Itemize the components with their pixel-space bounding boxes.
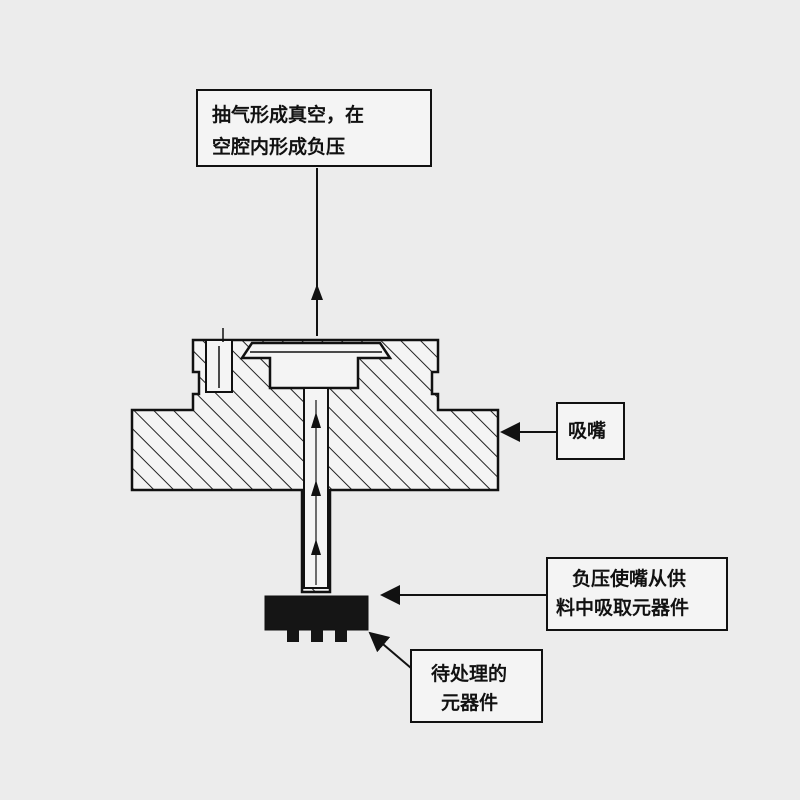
component-pin-3: [335, 628, 347, 642]
vacuum-label-line2: 空腔内形成负压: [212, 135, 345, 158]
vacuum-arrow-head: [311, 284, 323, 300]
component-label-line1: 待处理的: [431, 662, 507, 685]
pickup-label-line1: 负压使嘴从供: [572, 567, 686, 590]
nozzle-label: 吸嘴: [568, 420, 606, 442]
pickup-label-box: [546, 557, 728, 631]
flow-arrow-2: [311, 480, 321, 496]
component-body: [264, 595, 369, 631]
vacuum-cavity: [239, 341, 393, 390]
component-label-box: [410, 649, 543, 723]
component-pin-2: [311, 628, 323, 642]
pickup-label-line2: 料中吸取元器件: [556, 596, 689, 619]
flow-arrow-3: [311, 539, 321, 555]
vacuum-label-line1: 抽气形成真空，在: [212, 103, 364, 126]
component-label-line2: 元器件: [441, 691, 498, 714]
component-pin-1: [287, 628, 299, 642]
vacuum-label-box: [196, 89, 432, 167]
component-arrow: [368, 631, 412, 669]
flow-arrow-1: [311, 412, 321, 428]
